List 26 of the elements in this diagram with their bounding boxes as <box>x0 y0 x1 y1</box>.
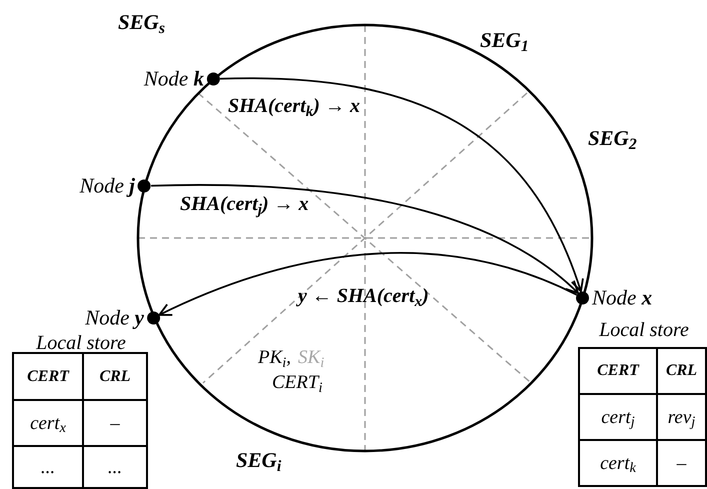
node-caption: Local store <box>598 320 690 340</box>
segment-label: PK$_{i}$, <box>258 348 291 367</box>
arrow <box>158 252 578 316</box>
table-cell: – <box>656 439 707 487</box>
table-cell: ... <box>82 445 148 489</box>
table-cell: cert$_{k}$ <box>578 439 658 487</box>
table-cell: CRL <box>656 347 707 395</box>
table-cell: ... <box>12 445 84 489</box>
arrow <box>220 78 584 292</box>
table-cell: CERT <box>12 352 84 401</box>
edge-label: SHA(cert$_{k}$) → x <box>228 96 360 116</box>
node-label: Node y <box>85 308 144 328</box>
node-label: Node x <box>592 288 652 308</box>
table-cell: CRL <box>82 352 148 401</box>
segment-label: SK$_{i}$ <box>298 348 324 367</box>
node-label: Node j <box>80 176 135 196</box>
segment-label: SEG$_{1}$ <box>480 30 529 51</box>
table-cell: CERT <box>578 347 658 395</box>
edge-label: y ← SHA(cert$_{x}$) <box>298 286 429 306</box>
node-caption: Local store <box>35 333 127 353</box>
segment-label: SEG$_{s}$ <box>118 12 165 33</box>
segment-label: CERT$_{i}$ <box>272 373 322 392</box>
node-label: Node k <box>144 68 204 90</box>
arrow <box>150 184 579 294</box>
segment-label: SEG$_{2}$ <box>588 128 637 149</box>
segment-label: SEG$_{i}$ <box>236 450 282 471</box>
